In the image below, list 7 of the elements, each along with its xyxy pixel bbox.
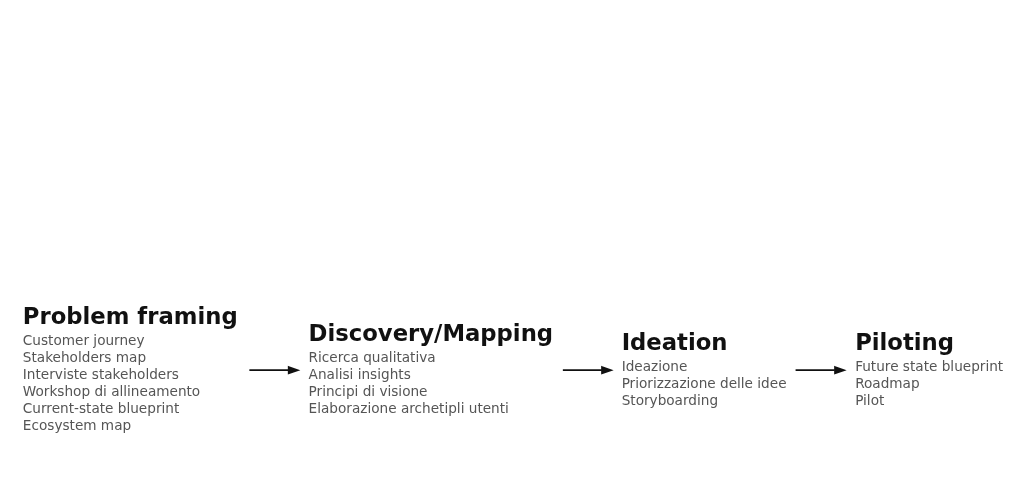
arrow bbox=[562, 365, 614, 375]
node-text: Discovery/Mapping Ricerca qualitativa Analisi insights Principi di visione Elaborazione archetipli utenti bbox=[308, 319, 554, 416]
node-text: Piloting Future state blueprint Roadmap Pilot bbox=[855, 328, 1004, 408]
arrow bbox=[794, 365, 847, 375]
arrow bbox=[248, 365, 301, 375]
node-text: Problem framing Customer journey Stakeholders map Interviste stakeholders Workshop di allineamento Current-state blueprint Ecosystem map bbox=[22, 302, 238, 433]
node-text: Ideation Ideazione Priorizzazione delle idee Storyboarding bbox=[621, 328, 787, 408]
